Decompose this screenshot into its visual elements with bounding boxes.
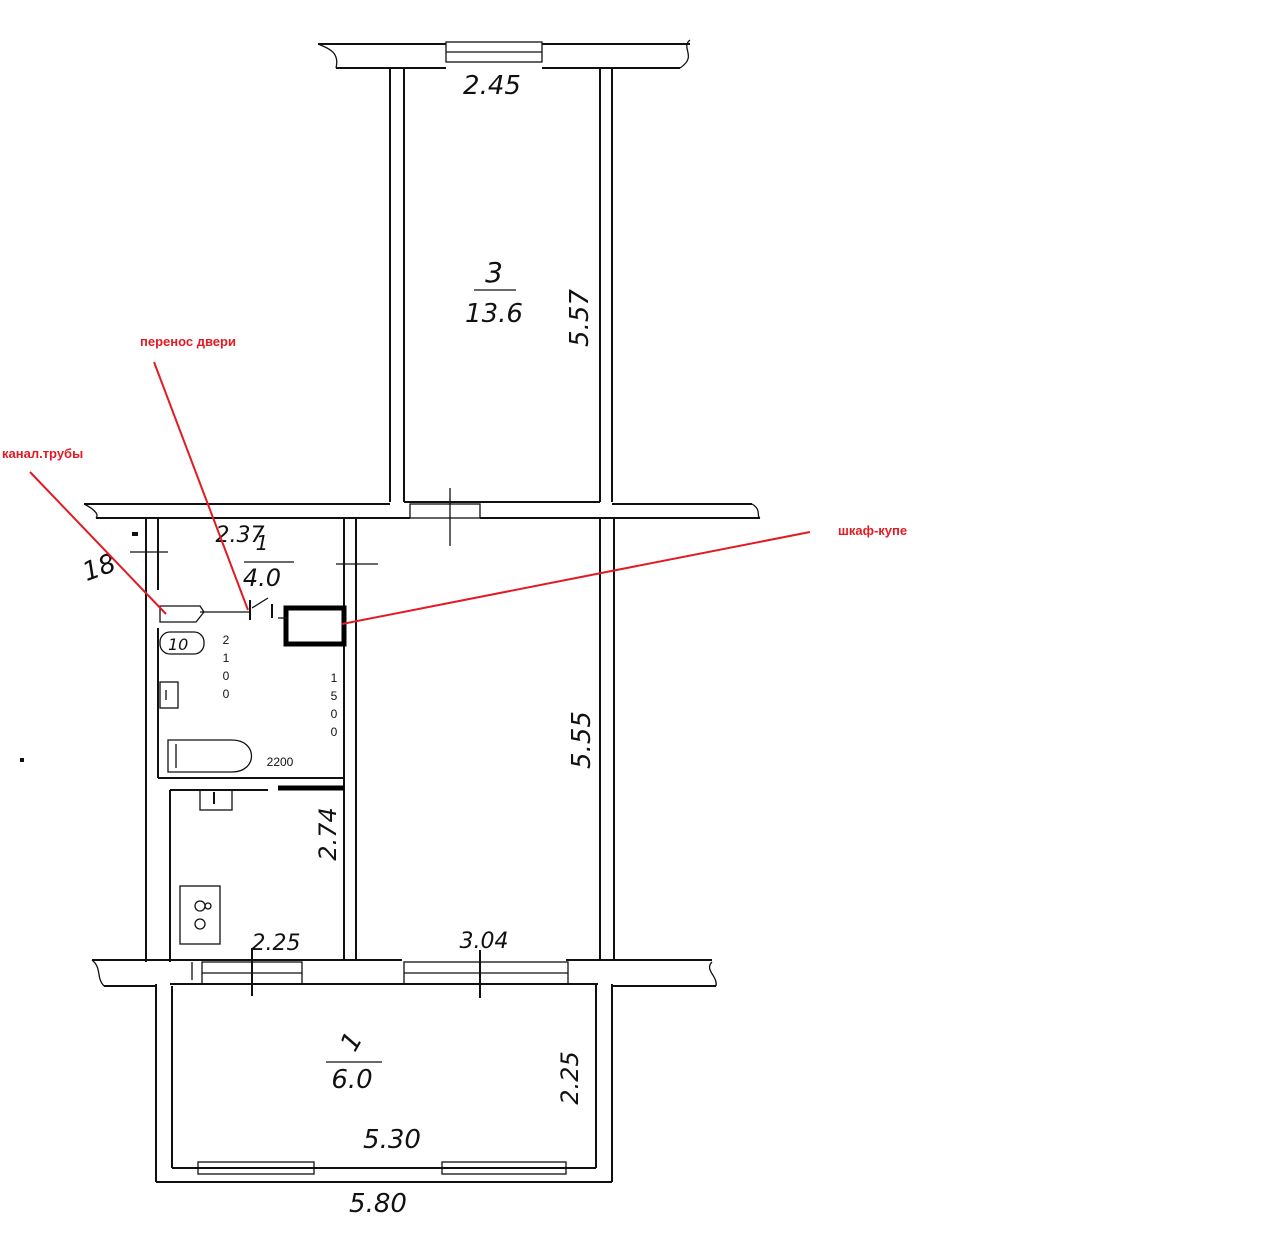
- dim-balcony-depth: 2.25: [556, 1051, 584, 1104]
- dim-kitchen-length: 2.74: [314, 807, 342, 860]
- bath-length-label: 2200: [267, 755, 294, 769]
- top-wall: [317, 39, 691, 69]
- toilet-label: 10: [168, 635, 188, 654]
- wardrobe-height-digit: 5: [331, 689, 338, 703]
- bath-number: 1: [256, 531, 269, 555]
- kitchen-sink: [199, 789, 233, 811]
- top-window: [445, 41, 543, 63]
- bathtub: [167, 739, 253, 773]
- middle-wall: [83, 488, 761, 546]
- annotation-door-move: перенос двери: [140, 334, 249, 611]
- bathroom-door: [200, 597, 273, 620]
- dim-kitchen-width: 2.25: [252, 931, 301, 956]
- dim-left-side: 18: [79, 548, 120, 588]
- annotation-pipes: канал.трубы: [2, 446, 167, 615]
- annotation-wardrobe: шкаф-купе: [341, 523, 907, 625]
- dim-room-width: 3.04: [460, 929, 509, 954]
- wardrobe-height-digit: 1: [331, 671, 338, 685]
- dim-hall-length: 5.55: [567, 711, 597, 769]
- bath-height-digits: 2 1 0 0: [223, 633, 230, 701]
- room-3-number: 3: [485, 256, 503, 289]
- annotation-pipes-text: канал.трубы: [2, 446, 83, 461]
- living-room-walls: [599, 518, 615, 960]
- balcony-area: 6.0: [331, 1065, 372, 1095]
- wardrobe-height-digit: 0: [331, 707, 338, 721]
- dim-balcony-inner: 5.30: [363, 1125, 421, 1155]
- bath-label: 1 4.0: [243, 531, 294, 592]
- balcony-number: 1: [335, 1027, 369, 1056]
- bath-height-digit: 0: [223, 687, 230, 701]
- dim-top-width: 2.45: [463, 71, 521, 101]
- wardrobe: [278, 605, 347, 647]
- dim-balcony-outer: 5.80: [349, 1189, 407, 1219]
- annotation-wardrobe-text: шкаф-купе: [838, 523, 907, 538]
- lower-wall: [91, 948, 717, 998]
- toilet-fixture: 10: [159, 631, 205, 655]
- room-3-label: 3 13.6: [465, 256, 523, 329]
- kitchen-stove: [179, 885, 221, 945]
- pipe-channel: [159, 605, 205, 623]
- room-3-walls: [389, 68, 613, 502]
- balcony-walls: [155, 984, 613, 1183]
- dim-room3-length: 5.57: [565, 289, 595, 347]
- bath-height-digit: 1: [223, 651, 230, 665]
- room-3-area: 13.6: [465, 299, 523, 329]
- washbasin: [159, 681, 179, 709]
- bath-area: 4.0: [243, 564, 281, 592]
- balcony-label: 1 6.0: [326, 1027, 382, 1095]
- annotation-door-move-text: перенос двери: [140, 334, 236, 349]
- wardrobe-height-digits: 1 5 0 0: [331, 671, 338, 739]
- wardrobe-height-digit: 0: [331, 725, 338, 739]
- bath-height-digit: 0: [223, 669, 230, 683]
- bath-height-digit: 2: [223, 633, 230, 647]
